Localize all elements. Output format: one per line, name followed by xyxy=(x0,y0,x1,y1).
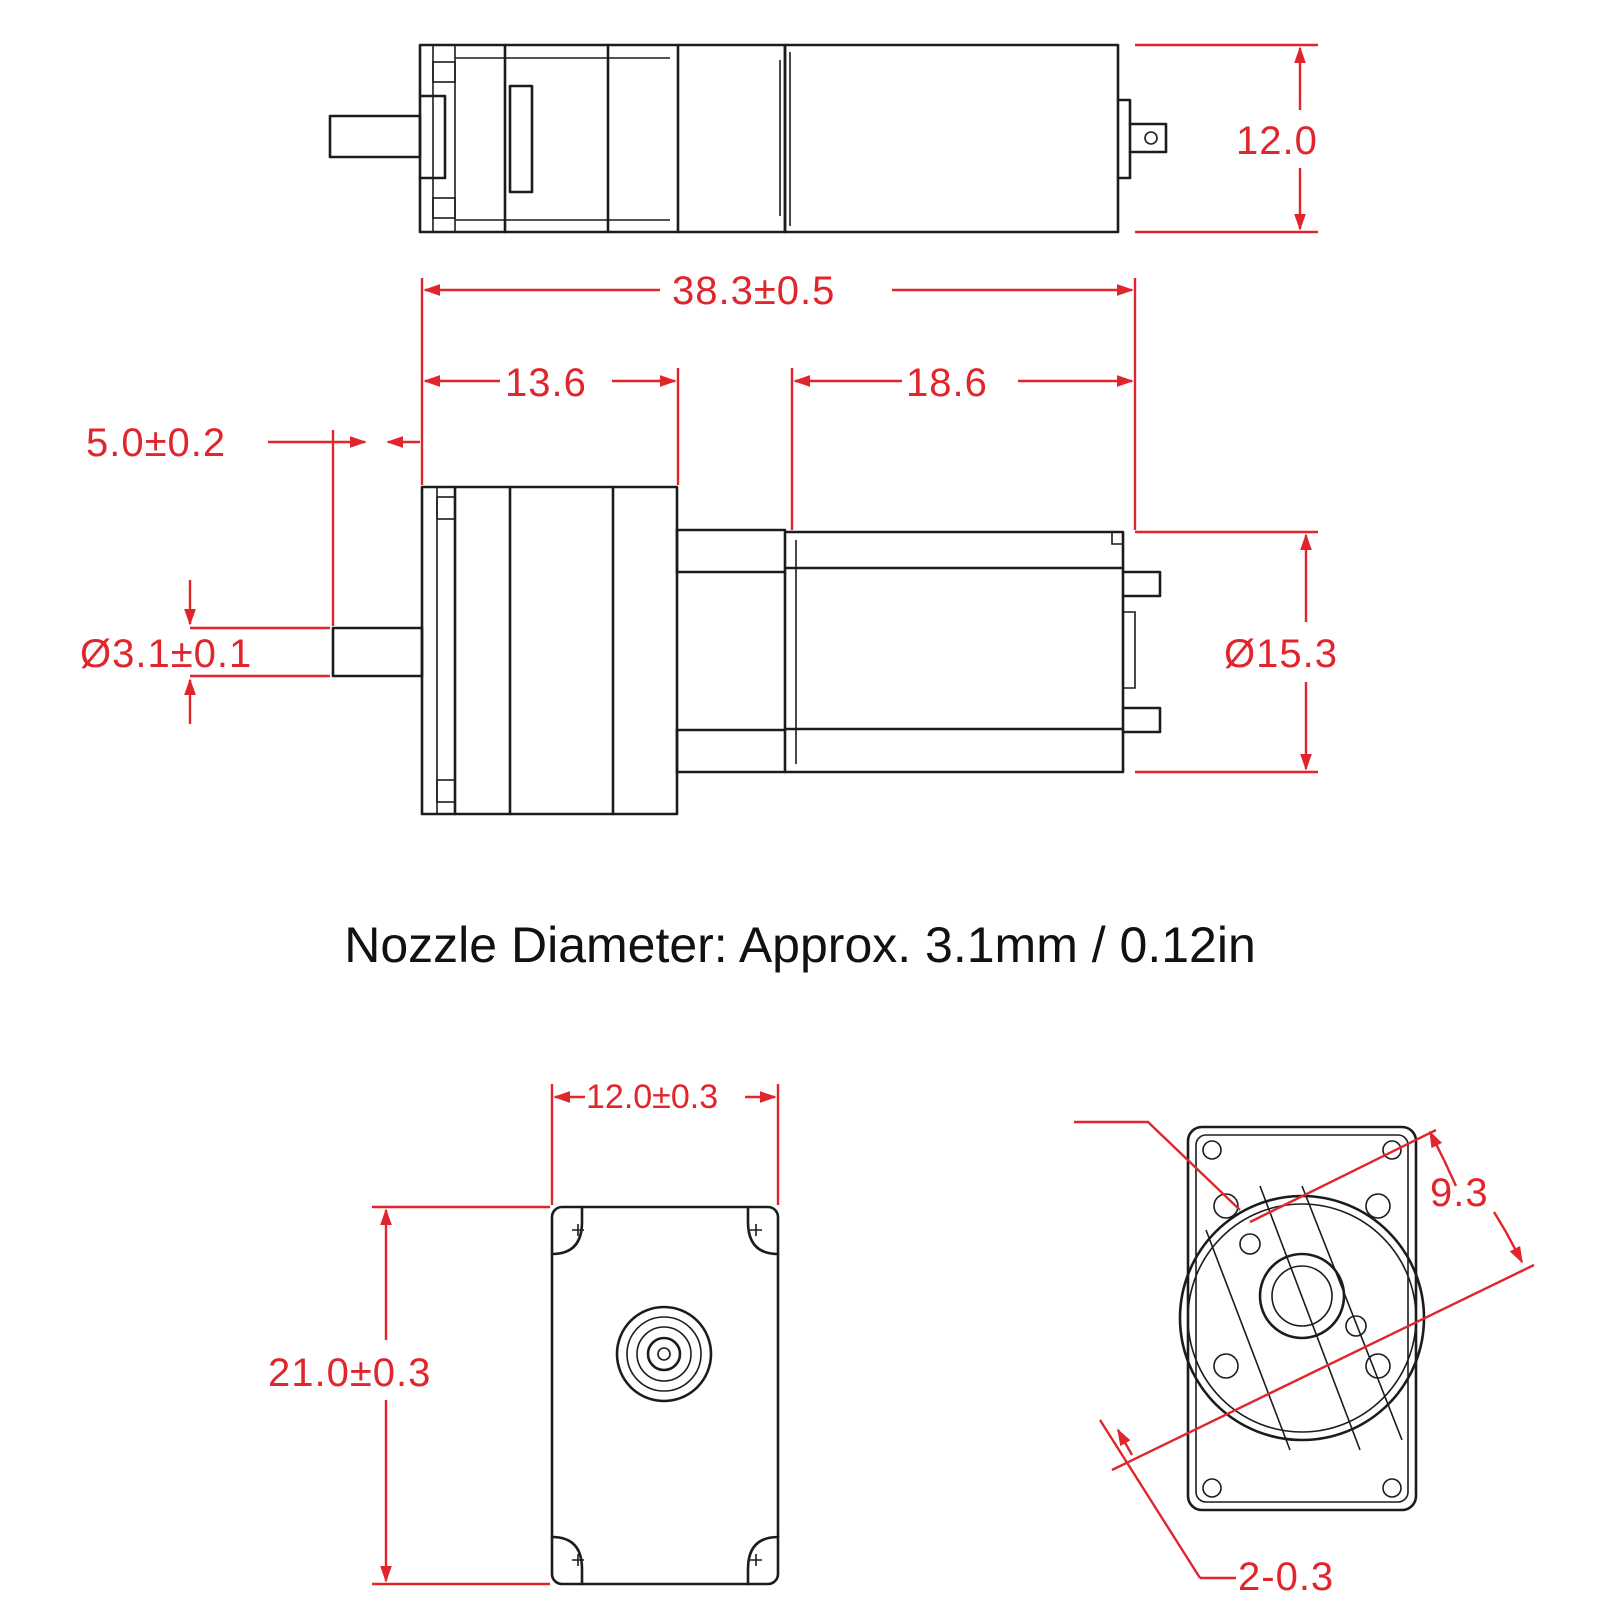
top-view xyxy=(328,43,1168,234)
dimension-lines xyxy=(184,43,1535,1586)
front-view xyxy=(550,1205,780,1586)
dim-pump-head-length: 13.6 xyxy=(505,361,587,405)
dim-rear-width: 9.3 xyxy=(1430,1171,1489,1215)
rear-view xyxy=(1178,1125,1426,1512)
corner-screws xyxy=(572,1224,762,1566)
dim-front-height: 21.0±0.3 xyxy=(268,1351,431,1395)
nozzle-diameter-caption: Nozzle Diameter: Approx. 3.1mm / 0.12in xyxy=(344,917,1256,973)
dim-overall-length: 38.3±0.5 xyxy=(672,269,835,313)
dim-rear-holes: 2-0.3 xyxy=(1238,1555,1334,1599)
dim-motor-length: 18.6 xyxy=(906,361,988,405)
dim-top-height: 12.0 xyxy=(1236,119,1318,163)
side-view xyxy=(331,485,1162,816)
dim-nozzle-length: 5.0±0.2 xyxy=(86,421,226,465)
dim-nozzle-diameter: Ø3.1±0.1 xyxy=(80,632,252,676)
dimension-labels: 12.0 38.3±0.5 13.6 18.6 5.0±0.2 Ø3.1±0.1… xyxy=(80,119,1489,1599)
dim-front-width: 12.0±0.3 xyxy=(586,1078,718,1116)
dim-motor-diameter: Ø15.3 xyxy=(1224,632,1338,676)
